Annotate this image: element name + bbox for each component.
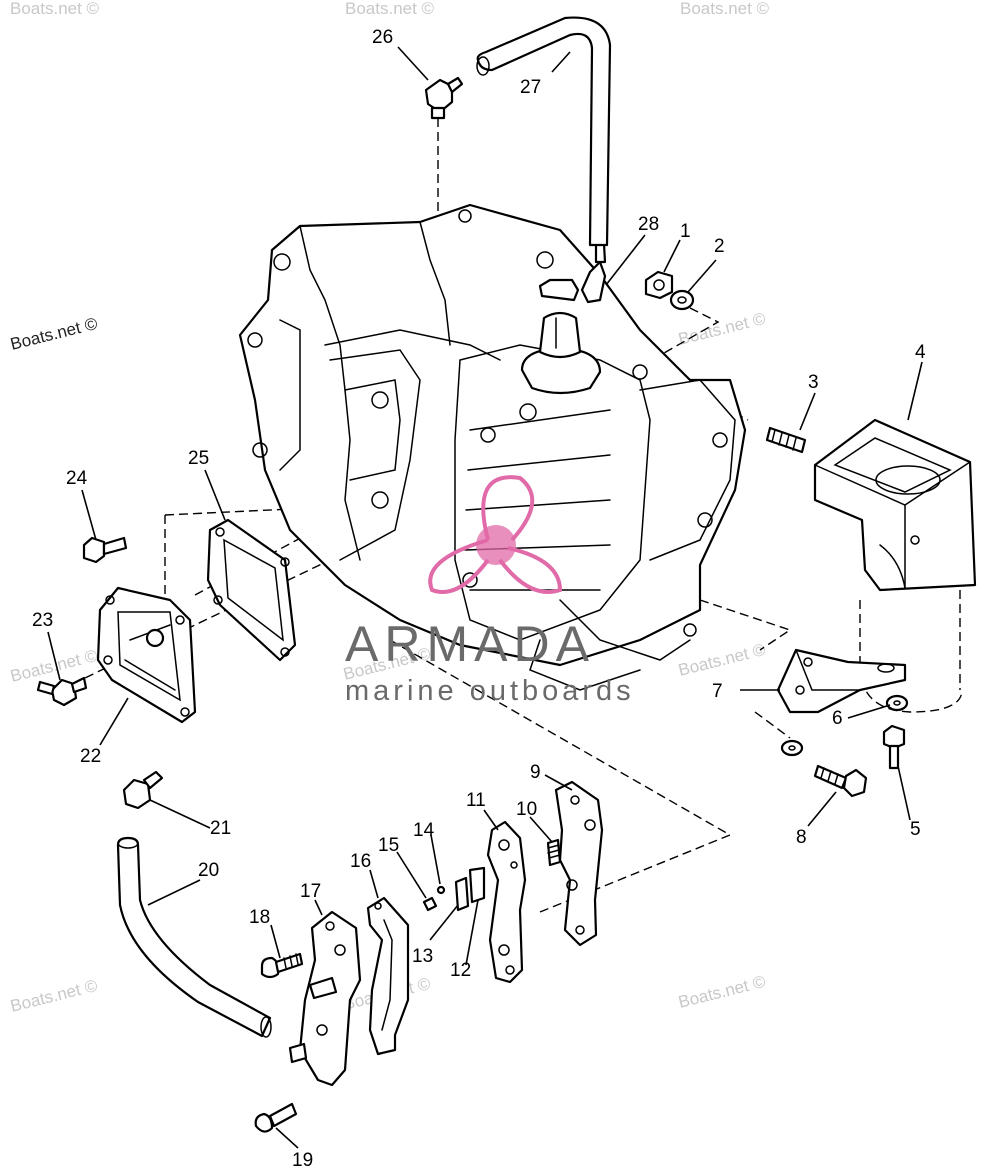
- callout-21: 21: [210, 818, 231, 839]
- part-16-link-plate: [366, 896, 410, 1056]
- callout-3: 3: [808, 372, 819, 393]
- watermark-text: Boats.net ©: [8, 976, 99, 1016]
- watermark-text: Boats.net ©: [8, 646, 99, 686]
- part-3-stud: [765, 426, 807, 454]
- callout-6: 6: [832, 708, 843, 729]
- callout-25: 25: [188, 448, 209, 469]
- watermark-text: Boats.net ©: [676, 640, 767, 680]
- callout-28: 28: [638, 214, 659, 235]
- callout-labels: 1 2 3 4 5 6 7 8 9 10 11 12 13 14 15 16 1…: [32, 27, 926, 1171]
- callout-20: 20: [198, 860, 219, 881]
- callout-27: 27: [520, 77, 541, 98]
- watermark-text: Boats.net ©: [8, 314, 99, 354]
- callout-12: 12: [450, 960, 471, 981]
- callout-23: 23: [32, 610, 53, 631]
- crankcase-block: [238, 203, 747, 691]
- part-28-elbow-fitting: [580, 242, 607, 304]
- part-13-clip: [454, 876, 470, 912]
- part-25-gasket: [206, 518, 297, 662]
- watermark-text: Boats.net ©: [10, 0, 100, 18]
- part-12-clip: [468, 866, 486, 904]
- callout-1: 1: [680, 221, 691, 242]
- part-22-cover: [96, 586, 197, 724]
- part-27-hose: [476, 16, 612, 247]
- part-9-plate: [554, 780, 604, 947]
- callout-15: 15: [378, 835, 399, 856]
- callout-9: 9: [530, 762, 541, 783]
- part-20-hose: [116, 836, 272, 1038]
- part-8-bolt: [813, 764, 868, 798]
- part-23-fitting: [36, 676, 88, 707]
- callout-16: 16: [350, 851, 371, 872]
- brand-tagline: marine outboards: [345, 675, 635, 707]
- callout-8: 8: [796, 827, 807, 848]
- part-5-screw: [882, 724, 906, 770]
- callout-19: 19: [292, 1150, 313, 1171]
- callout-26: 26: [372, 27, 393, 48]
- callout-7: 7: [712, 681, 723, 702]
- watermark-text: Boats.net ©: [345, 0, 435, 18]
- callout-22: 22: [80, 746, 101, 767]
- callout-5: 5: [910, 819, 921, 840]
- callout-4: 4: [915, 342, 926, 363]
- watermark-text: Boats.net ©: [676, 309, 767, 349]
- part-24-bolt: [82, 536, 128, 564]
- part-10-spring: [546, 838, 562, 867]
- part-15-screw: [422, 896, 438, 912]
- part-6-washer: [780, 694, 909, 757]
- callout-11: 11: [466, 790, 486, 811]
- part-7-bracket: [776, 648, 907, 714]
- callout-24: 24: [66, 468, 88, 489]
- brand-name: ARMADA: [345, 616, 595, 672]
- callout-13: 13: [412, 946, 433, 967]
- part-14-washer: [436, 885, 446, 895]
- part-11-lever: [486, 820, 527, 984]
- armada-logo: ARMADA marine outboards: [345, 475, 635, 707]
- part-17-bracket: [288, 910, 362, 1087]
- part-4-adapter-housing: [813, 418, 977, 592]
- part-2-washer: [669, 289, 695, 311]
- part-1-nut: [644, 270, 674, 300]
- callout-10: 10: [516, 799, 537, 820]
- part-19-screw: [254, 1102, 298, 1133]
- callout-17: 17: [300, 881, 321, 902]
- callout-18: 18: [249, 907, 270, 928]
- part-18-bolt: [260, 952, 304, 979]
- watermark-text: Boats.net ©: [676, 972, 767, 1012]
- leader-lines: [47, 46, 923, 1149]
- callout-14: 14: [413, 820, 435, 841]
- part-26-elbow: [424, 76, 464, 120]
- watermark-text: Boats.net ©: [680, 0, 770, 18]
- callout-2: 2: [714, 236, 725, 257]
